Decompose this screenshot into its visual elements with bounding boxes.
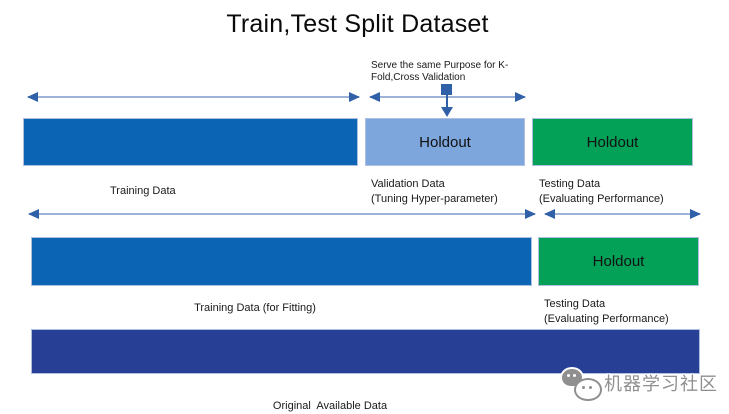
label-row1-training: Training Data [110, 185, 176, 197]
kfold-annotation-line2: Fold,Cross Validation [371, 72, 466, 83]
watermark-text: 机器学习社区 [604, 374, 718, 394]
label-row2-testing-line1: Testing Data [544, 298, 606, 310]
label-row1-validation-line1: Validation Data [371, 178, 445, 190]
holdout-label: Holdout [586, 133, 639, 151]
label-row1-validation: Validation Data (Tuning Hyper-parameter) [371, 177, 498, 207]
label-row1-testing-line2: (Evaluating Performance) [539, 193, 664, 205]
bar-row1-training [23, 118, 358, 166]
label-row2-training: Training Data (for Fitting) [194, 302, 316, 314]
kfold-annotation: Serve the same Purpose for K- Fold,Cross… [371, 60, 508, 84]
chat-bubbles-icon [560, 367, 602, 401]
chat-bubble-outline-icon [574, 378, 602, 401]
label-row3-original: Original Available Data [272, 400, 388, 412]
double-arrow-training-span [27, 92, 360, 102]
label-row2-testing: Testing Data (Evaluating Performance) [544, 297, 669, 327]
bar-row2-testing-holdout: Holdout [538, 237, 699, 286]
label-row1-validation-line2: (Tuning Hyper-parameter) [371, 193, 498, 205]
annotation-down-arrow-line [446, 95, 448, 107]
bar-row3-original [31, 329, 700, 374]
double-arrow-training-fitting-span [28, 209, 536, 219]
annotation-square-marker [441, 84, 452, 95]
kfold-annotation-line1: Serve the same Purpose for K- [371, 60, 509, 71]
watermark: 机器学习社区 [560, 367, 718, 401]
page-title: Train,Test Split Dataset [226, 10, 489, 38]
holdout-label: Holdout [592, 253, 645, 270]
bar-row1-testing-holdout: Holdout [532, 118, 693, 166]
bar-row1-validation-holdout: Holdout [365, 118, 525, 166]
double-arrow-testing-span [544, 209, 701, 219]
label-row2-testing-line2: (Evaluating Performance) [544, 313, 669, 325]
holdout-label: Holdout [419, 133, 471, 151]
annotation-down-arrow-head-icon [441, 107, 453, 117]
label-row1-testing-line1: Testing Data [539, 178, 601, 190]
label-row1-testing: Testing Data (Evaluating Performance) [539, 177, 664, 207]
bar-row2-training [31, 237, 532, 286]
